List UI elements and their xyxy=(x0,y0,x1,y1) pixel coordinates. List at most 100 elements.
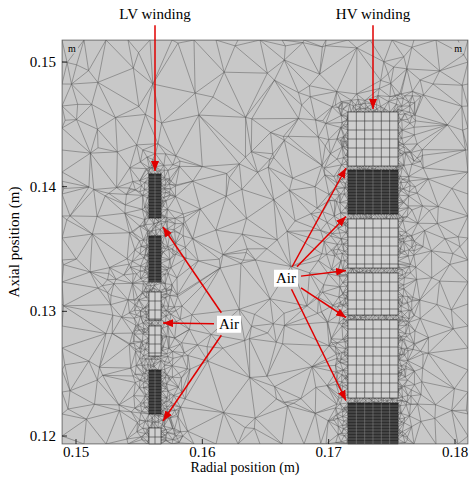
tick-mark xyxy=(62,436,67,437)
mesh-line xyxy=(348,338,398,339)
mesh-line xyxy=(348,173,398,174)
mesh-line xyxy=(348,412,398,413)
mesh-line xyxy=(348,418,398,419)
mesh-line xyxy=(348,374,398,375)
mesh-line xyxy=(149,198,161,199)
mesh-line xyxy=(149,260,161,261)
mesh-line xyxy=(149,254,161,255)
mesh-line xyxy=(348,427,398,428)
winding-block-dense xyxy=(348,403,398,444)
winding-block xyxy=(149,326,161,356)
mesh-line xyxy=(356,170,357,214)
winding-block-dense xyxy=(149,174,161,218)
leader-arrows xyxy=(155,25,373,421)
mesh-line xyxy=(149,397,161,398)
leader-arrow xyxy=(154,25,156,171)
mesh-line xyxy=(149,409,161,410)
tick-label: 0.18 xyxy=(442,444,468,461)
mesh-line xyxy=(348,442,398,443)
mesh-line xyxy=(348,194,398,195)
winding-block-dense xyxy=(348,170,398,214)
winding-block xyxy=(348,320,398,398)
tick-label: 0.15 xyxy=(30,54,56,71)
axis-title: Axial position (m) xyxy=(6,187,23,298)
mesh-line xyxy=(389,170,390,214)
mesh-line xyxy=(149,180,161,181)
mesh-line xyxy=(364,219,365,268)
mesh-line xyxy=(348,436,398,437)
winding xyxy=(149,174,161,444)
mesh-line xyxy=(149,245,161,246)
leader-arrow xyxy=(297,217,346,267)
mesh-line xyxy=(149,412,161,413)
mesh-line xyxy=(356,219,357,268)
winding xyxy=(348,112,398,444)
mesh-line xyxy=(381,219,382,268)
mesh-line xyxy=(348,176,398,177)
mesh-line xyxy=(149,406,161,407)
leader-arrow xyxy=(301,288,346,318)
mesh-line xyxy=(155,326,156,356)
mesh-line xyxy=(348,200,398,201)
mesh-line xyxy=(149,379,161,380)
mesh-line xyxy=(149,263,161,264)
mesh-line xyxy=(348,255,398,256)
mesh-line xyxy=(149,239,161,240)
mesh-line xyxy=(149,385,161,386)
tick-label: 0.15 xyxy=(63,444,89,461)
mesh-line xyxy=(348,329,398,330)
mesh-line xyxy=(149,186,161,187)
tick-label: 0.17 xyxy=(316,444,342,461)
mesh-line xyxy=(348,157,398,158)
mesh-line xyxy=(348,356,398,357)
mesh-line xyxy=(149,204,161,205)
plot-frame xyxy=(62,40,468,444)
winding-block xyxy=(149,428,161,444)
winding-block xyxy=(348,273,398,315)
mesh-line xyxy=(149,183,161,184)
tick-mark xyxy=(328,439,329,444)
mesh-line xyxy=(149,216,161,217)
mesh-line xyxy=(364,320,365,398)
mesh-line xyxy=(149,391,161,392)
mesh-line xyxy=(149,257,161,258)
mesh-line xyxy=(348,191,398,192)
mesh-line xyxy=(155,370,156,414)
mesh-line xyxy=(348,121,398,122)
mesh-line xyxy=(348,409,398,410)
mesh-line xyxy=(155,428,156,444)
tick-label: 0.13 xyxy=(30,303,56,320)
mesh-line xyxy=(348,148,398,149)
unit-label: m xyxy=(452,43,464,54)
mesh-line xyxy=(348,182,398,183)
mesh-line xyxy=(348,228,398,229)
mesh-line xyxy=(348,188,398,189)
mesh-line xyxy=(149,192,161,193)
mesh-line xyxy=(348,347,398,348)
mesh-line xyxy=(149,269,161,270)
winding-block xyxy=(348,219,398,268)
mesh-line xyxy=(149,437,161,438)
mesh-line xyxy=(389,219,390,268)
mesh-line xyxy=(348,439,398,440)
unit-label: m xyxy=(66,43,78,54)
mesh-line xyxy=(149,319,161,320)
mesh-line xyxy=(348,300,398,301)
mesh-line xyxy=(389,320,390,398)
mesh-line xyxy=(372,219,373,268)
mesh-line xyxy=(149,275,161,276)
tick-mark xyxy=(76,439,77,444)
mesh-line xyxy=(149,376,161,377)
region-label: Air xyxy=(274,270,298,287)
mesh-line xyxy=(348,424,398,425)
mesh-line xyxy=(149,210,161,211)
mesh-line xyxy=(149,272,161,273)
tick-label: 0.14 xyxy=(30,178,56,195)
mesh-line xyxy=(348,433,398,434)
mesh-line xyxy=(149,189,161,190)
mesh-line xyxy=(348,197,398,198)
tick-mark xyxy=(62,186,67,187)
mesh-line xyxy=(348,237,398,238)
